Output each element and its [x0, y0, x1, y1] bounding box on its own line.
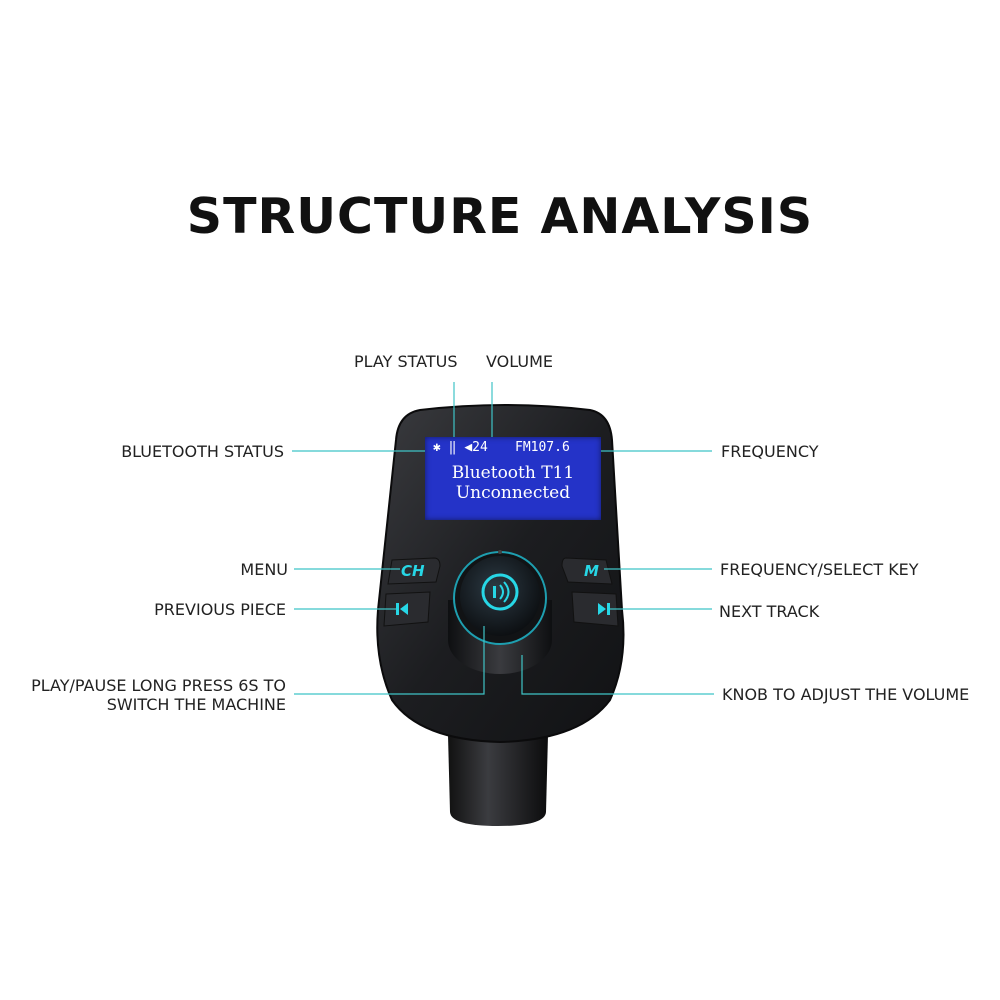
lcd-status-bar: ✱ ‖ ◀24 FM107.6	[433, 440, 570, 455]
label-bluetooth-status: BLUETOOTH STATUS	[121, 442, 284, 461]
lcd-line-1: Bluetooth T11	[451, 463, 575, 483]
line-play-pause	[294, 626, 485, 695]
next-button	[571, 591, 619, 627]
label-menu: MENU	[240, 560, 288, 579]
page-title: STRUCTURE ANALYSIS	[186, 188, 814, 245]
line-knob	[521, 655, 714, 695]
frequency-value: FM107.6	[515, 440, 570, 455]
m-button	[561, 557, 613, 585]
label-previous-piece: PREVIOUS PIECE	[154, 600, 286, 619]
label-knob: KNOB TO ADJUST THE VOLUME	[722, 685, 970, 704]
volume-value: 24	[472, 440, 488, 455]
lcd-line-2: Unconnected	[455, 483, 571, 503]
previous-icon	[396, 603, 408, 615]
indicator-dot	[498, 550, 502, 554]
play-pause-knob-icon	[481, 573, 519, 611]
label-play-pause-line-1: PLAY/PAUSE LONG PRESS 6S TO	[31, 676, 286, 695]
pause-icon: ‖	[448, 440, 457, 455]
speaker-icon: ◀	[464, 440, 473, 455]
car-plug	[448, 735, 548, 826]
lcd-screen: ✱ ‖ ◀24 FM107.6 Bluetooth T11 Unconnecte…	[425, 437, 601, 520]
knob-top	[460, 556, 540, 636]
m-button-label: M	[584, 562, 599, 580]
label-play-status: PLAY STATUS	[354, 352, 458, 371]
label-play-pause-line-2: SWITCH THE MACHINE	[106, 695, 286, 714]
label-frequency-select-key: FREQUENCY/SELECT KEY	[720, 560, 919, 579]
ch-button	[387, 557, 441, 585]
bluetooth-icon: ✱	[433, 440, 441, 455]
ch-button-label: CH	[401, 562, 425, 580]
callout-lines	[292, 382, 714, 695]
label-volume: VOLUME	[486, 352, 553, 371]
next-icon	[598, 603, 610, 615]
label-frequency: FREQUENCY	[721, 442, 819, 461]
label-next-track: NEXT TRACK	[719, 602, 820, 621]
